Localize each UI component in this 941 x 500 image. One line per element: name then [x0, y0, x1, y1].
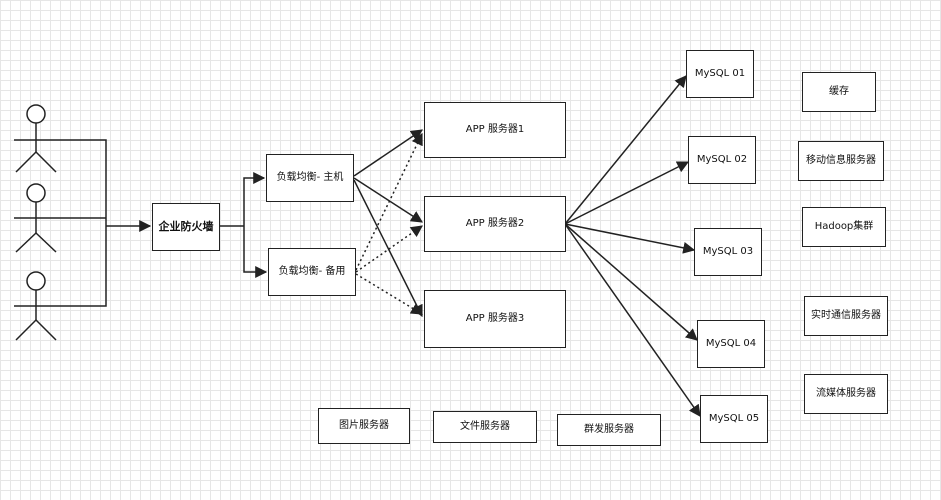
app-server-3: APP 服务器3	[424, 290, 566, 348]
firewall-connectors	[220, 172, 268, 278]
user-icon	[14, 183, 58, 253]
file-server: 文件服务器	[433, 411, 537, 443]
db-connectors	[564, 75, 701, 417]
cache-node: 缓存	[802, 72, 876, 112]
lb-backup-connectors	[355, 132, 424, 315]
realtime-communication-server: 实时通信服务器	[804, 296, 888, 336]
lb-connectors	[353, 129, 424, 318]
mobile-messaging-server: 移动信息服务器	[798, 141, 884, 181]
app-server-2: APP 服务器2	[424, 196, 566, 252]
user-connectors	[58, 139, 152, 307]
user-icon	[14, 104, 58, 173]
hadoop-cluster: Hadoop集群	[802, 207, 886, 247]
mysql-node-01: MySQL 01	[686, 50, 754, 98]
load-balancer-primary: 负载均衡- 主机	[266, 154, 354, 202]
load-balancer-backup: 负载均衡- 备用	[268, 248, 356, 296]
app-server-1: APP 服务器1	[424, 102, 566, 158]
mysql-node-03: MySQL 03	[694, 228, 762, 276]
mysql-node-02: MySQL 02	[688, 136, 756, 184]
user-icon	[14, 271, 58, 341]
firewall-node: 企业防火墙	[152, 203, 220, 251]
mysql-node-04: MySQL 04	[697, 320, 765, 368]
mysql-node-05: MySQL 05	[700, 395, 768, 443]
mass-messaging-server: 群发服务器	[557, 414, 661, 446]
image-server: 图片服务器	[318, 408, 410, 444]
streaming-media-server: 流媒体服务器	[804, 374, 888, 414]
